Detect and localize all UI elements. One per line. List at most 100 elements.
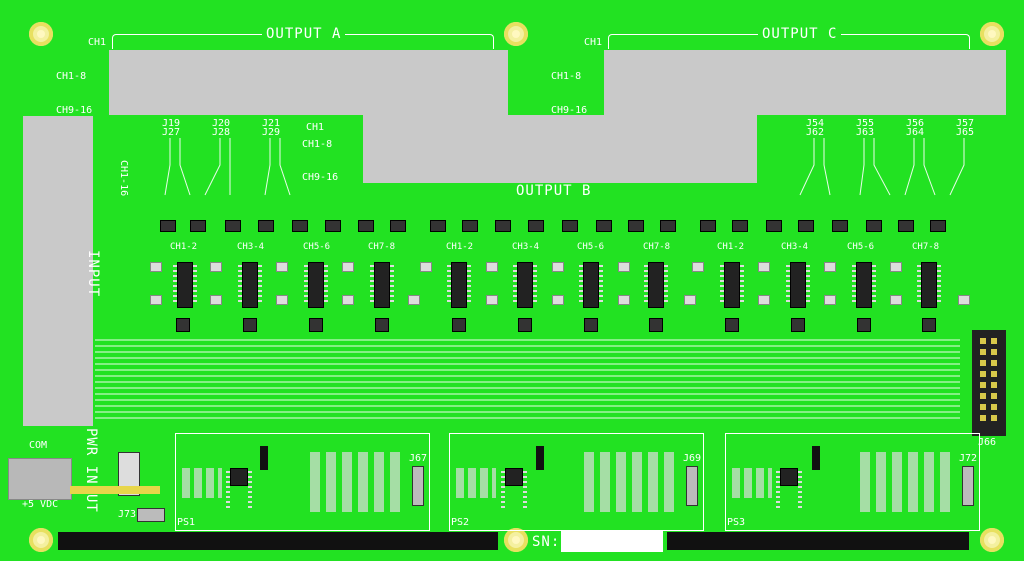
header-connector-j66 bbox=[972, 330, 1006, 436]
ic-chip bbox=[173, 262, 197, 308]
j67-pad bbox=[412, 466, 424, 506]
pair-label: CH7-8 bbox=[643, 242, 671, 252]
diode bbox=[390, 220, 406, 232]
smd-component bbox=[276, 262, 288, 272]
ch9-16-label-b: CH9-16 bbox=[302, 172, 339, 183]
conn-j65: J65 bbox=[956, 127, 975, 138]
dc-jack bbox=[8, 458, 72, 500]
pair-label: CH3-4 bbox=[512, 242, 540, 252]
ic-chip bbox=[513, 262, 537, 308]
pair-label: CH5-6 bbox=[577, 242, 605, 252]
smd-component bbox=[552, 295, 564, 305]
smd-cluster bbox=[584, 452, 674, 512]
diode bbox=[866, 220, 882, 232]
regulator-chip bbox=[501, 468, 527, 511]
smd-component bbox=[210, 295, 222, 305]
pair-label: CH5-6 bbox=[303, 242, 331, 252]
diode bbox=[258, 220, 274, 232]
transistor bbox=[725, 318, 739, 332]
transistor bbox=[649, 318, 663, 332]
smd-component bbox=[420, 262, 432, 272]
transistor bbox=[176, 318, 190, 332]
diode bbox=[832, 220, 848, 232]
output-b-connector-block bbox=[363, 115, 757, 183]
input-connector-block bbox=[23, 116, 93, 426]
smd-component bbox=[692, 262, 704, 272]
pair-label: CH1-2 bbox=[717, 242, 745, 252]
diode bbox=[528, 220, 544, 232]
regulator-chip bbox=[226, 468, 252, 511]
smd-cluster bbox=[860, 452, 950, 512]
smd-component bbox=[758, 295, 770, 305]
diode bbox=[898, 220, 914, 232]
smd-component bbox=[342, 262, 354, 272]
conn-j62: J62 bbox=[806, 127, 825, 138]
j72-pad bbox=[962, 466, 974, 506]
diode bbox=[225, 220, 241, 232]
serial-number-field bbox=[561, 530, 663, 552]
diode bbox=[462, 220, 478, 232]
pwr-input-label: PWR INPUT bbox=[83, 428, 99, 513]
power-trace bbox=[70, 486, 160, 494]
smd-cluster bbox=[310, 452, 400, 512]
j72-label: J72 bbox=[959, 453, 978, 464]
smd-component bbox=[890, 262, 902, 272]
conn-j63: J63 bbox=[856, 127, 875, 138]
inductor bbox=[812, 446, 820, 470]
diode bbox=[930, 220, 946, 232]
smd-component bbox=[824, 262, 836, 272]
ic-chip bbox=[720, 262, 744, 308]
smd-component bbox=[210, 262, 222, 272]
j69-label: J69 bbox=[683, 453, 702, 464]
mount-hole-bottom-left bbox=[29, 528, 53, 552]
mount-hole-bottom-right bbox=[980, 528, 1004, 552]
diode bbox=[160, 220, 176, 232]
smd-component bbox=[958, 295, 970, 305]
output-a-label: OUTPUT A bbox=[262, 27, 346, 41]
conn-j28: J28 bbox=[212, 127, 231, 138]
ic-chip bbox=[786, 262, 810, 308]
diode bbox=[660, 220, 676, 232]
transistor bbox=[584, 318, 598, 332]
mount-hole-top-right bbox=[980, 22, 1004, 46]
smd-component bbox=[618, 262, 630, 272]
smd-component bbox=[890, 295, 902, 305]
ps1-label: PS1 bbox=[177, 517, 196, 528]
com-label: COM bbox=[29, 440, 48, 451]
sn-label: SN: bbox=[532, 534, 561, 550]
power-diode bbox=[118, 452, 140, 496]
ch1-label-c: CH1 bbox=[584, 37, 603, 48]
smd-component bbox=[150, 262, 162, 272]
pair-label: CH3-4 bbox=[781, 242, 809, 252]
smd-component bbox=[486, 262, 498, 272]
ch1-8-label-b: CH1-8 bbox=[302, 139, 333, 150]
ic-chip bbox=[304, 262, 328, 308]
power-supply-3 bbox=[725, 433, 980, 531]
smd-component bbox=[758, 262, 770, 272]
smd-component bbox=[618, 295, 630, 305]
pair-label: CH7-8 bbox=[912, 242, 940, 252]
ps3-label: PS3 bbox=[727, 517, 746, 528]
j73-label: J73 bbox=[118, 509, 137, 520]
ic-chip bbox=[852, 262, 876, 308]
power-supply-1 bbox=[175, 433, 430, 531]
bottom-strip-right bbox=[667, 532, 969, 550]
conn-j54: J54 bbox=[806, 118, 825, 129]
pair-label: CH1-2 bbox=[446, 242, 474, 252]
transistor bbox=[518, 318, 532, 332]
conn-j64: J64 bbox=[906, 127, 925, 138]
j66-label: J66 bbox=[978, 437, 997, 448]
conn-j57: J57 bbox=[956, 118, 975, 129]
transistor bbox=[922, 318, 936, 332]
pair-label: CH1-2 bbox=[170, 242, 198, 252]
smd-component bbox=[408, 295, 420, 305]
vdc-label: +5 VDC bbox=[22, 499, 59, 510]
diode bbox=[596, 220, 612, 232]
diode bbox=[325, 220, 341, 232]
diode bbox=[798, 220, 814, 232]
inductor bbox=[260, 446, 268, 470]
ch9-16-label-a: CH9-16 bbox=[56, 105, 93, 116]
transistor bbox=[375, 318, 389, 332]
